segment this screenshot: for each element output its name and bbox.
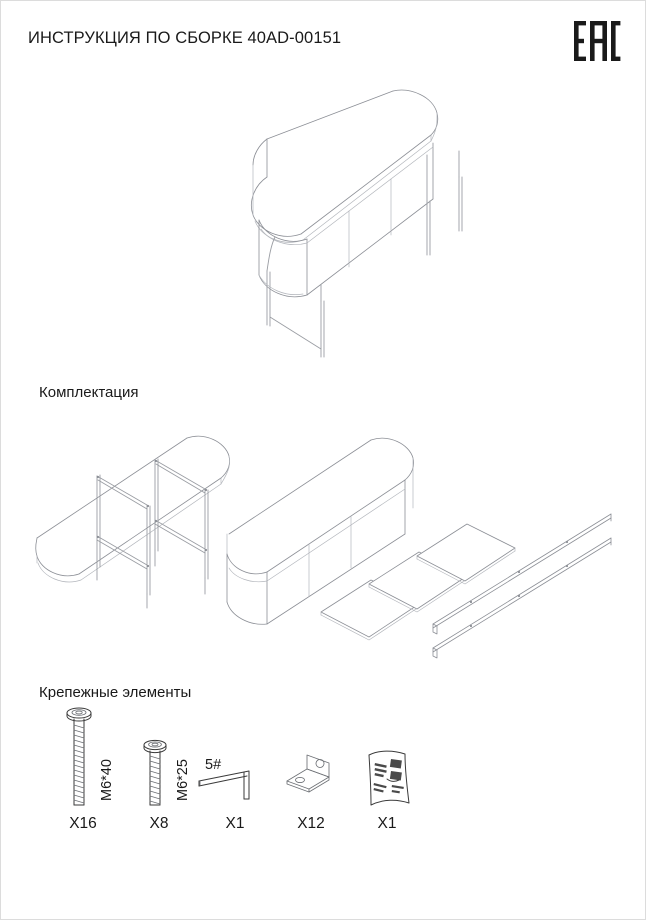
- part-top-panel: [29, 433, 231, 596]
- hardware-item-corner-bracket: X12: [263, 701, 359, 846]
- allen-key-quantity: X1: [225, 815, 245, 832]
- part-cabinet-body: [226, 435, 414, 625]
- allen-key-spec: 5#: [205, 757, 222, 773]
- hardware-item-bolt-m6-25: M6*25 X8: [111, 701, 207, 846]
- part-leg-frame-right: [154, 458, 209, 595]
- hardware-item-allen-key: 5# X1: [187, 701, 283, 846]
- corner-bracket-quantity: X12: [297, 815, 325, 832]
- part-long-rails: [432, 513, 612, 659]
- hardware-section-heading: Крепежные элементы: [39, 684, 192, 701]
- bolt-m6-25-quantity: X8: [149, 815, 169, 832]
- assembled-product-illustration: [248, 89, 463, 358]
- manual-icon: [368, 750, 410, 806]
- bolt-m6-40-quantity: X16: [69, 815, 97, 832]
- part-shelf-panels: [320, 523, 516, 641]
- hardware-item-bolt-m6-40: M6*40 X16: [35, 701, 131, 846]
- parts-exploded-illustration: [29, 433, 612, 659]
- page-title: ИНСТРУКЦИЯ ПО СБОРКЕ 40AD-00151: [28, 29, 342, 47]
- bolt-icon: [66, 707, 92, 806]
- manual-quantity: X1: [377, 815, 397, 832]
- parts-section-heading: Комплектация: [39, 384, 139, 401]
- eac-conformity-mark-icon: [574, 21, 621, 61]
- part-leg-frame-left: [96, 474, 151, 609]
- bolt-icon: [143, 739, 167, 806]
- bracket-icon: [286, 754, 330, 793]
- hardware-item-manual: X1: [339, 701, 435, 846]
- allen-key-icon: [198, 770, 250, 800]
